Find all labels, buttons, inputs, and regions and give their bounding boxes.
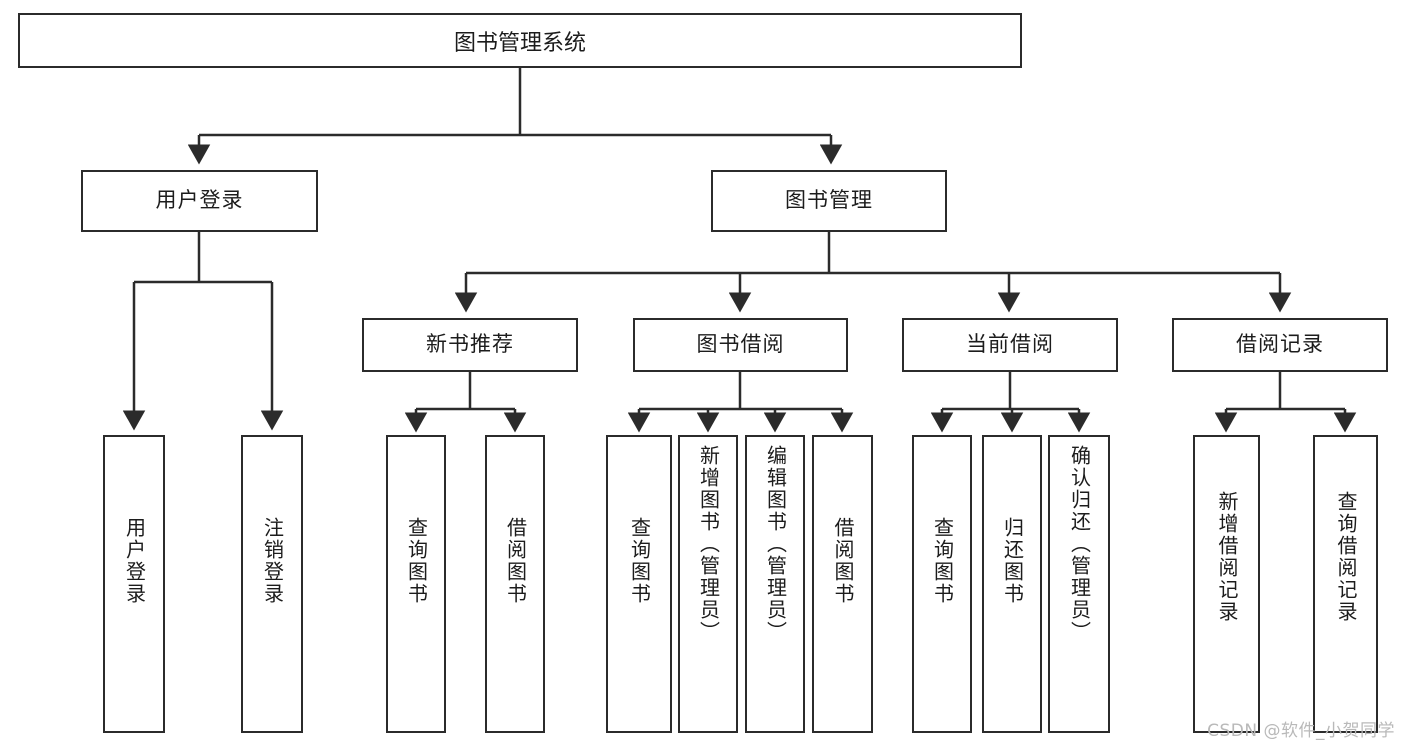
- node-l2-用户登录[interactable]: 用户登录: [81, 170, 318, 232]
- node-l3-新书推荐[interactable]: 新书推荐: [362, 318, 578, 372]
- node-leaf-label: 查询图书: [627, 517, 652, 605]
- node-leaf-归还图书-9[interactable]: 归还图书: [982, 435, 1042, 733]
- node-leaf-label: 借阅图书: [831, 517, 855, 605]
- node-label: 新书推荐: [426, 332, 514, 357]
- node-leaf-新增图书管理员-5[interactable]: 新增图书（管理员）: [678, 435, 738, 733]
- node-leaf-注销登录-1[interactable]: 注销登录: [241, 435, 303, 733]
- node-leaf-编辑图书管理员-6[interactable]: 编辑图书（管理员）: [745, 435, 805, 733]
- node-label: 借阅记录: [1236, 332, 1324, 357]
- watermark-text: CSDN @软件_小贺同学: [1207, 721, 1395, 741]
- node-leaf-用户登录-0[interactable]: 用户登录: [103, 435, 165, 733]
- node-leaf-确认归还管理员-10[interactable]: 确认归还（管理员）: [1048, 435, 1110, 733]
- node-leaf-借阅图书-3[interactable]: 借阅图书: [485, 435, 545, 733]
- node-leaf-查询图书-4[interactable]: 查询图书: [606, 435, 672, 733]
- node-l3-当前借阅[interactable]: 当前借阅: [902, 318, 1118, 372]
- node-leaf-label: 新增图书（管理员）: [696, 445, 721, 643]
- node-leaf-label: 编辑图书（管理员）: [763, 445, 788, 643]
- node-leaf-查询图书-8[interactable]: 查询图书: [912, 435, 972, 733]
- node-leaf-label: 查询图书: [404, 517, 429, 605]
- node-label: 图书借阅: [696, 332, 785, 357]
- node-leaf-label: 查询图书: [930, 517, 955, 605]
- node-leaf-label: 用户登录: [122, 517, 147, 605]
- node-label: 用户登录: [155, 188, 244, 213]
- node-label: 当前借阅: [966, 332, 1054, 357]
- node-l2-图书管理[interactable]: 图书管理: [711, 170, 947, 232]
- node-root[interactable]: 图书管理系统: [18, 13, 1022, 68]
- node-l3-图书借阅[interactable]: 图书借阅: [633, 318, 848, 372]
- node-leaf-label: 归还图书: [1000, 517, 1025, 605]
- node-leaf-label: 确认归还（管理员）: [1067, 445, 1092, 643]
- node-root-label: 图书管理系统: [453, 30, 586, 56]
- node-leaf-新增借阅记录-11[interactable]: 新增借阅记录: [1193, 435, 1260, 733]
- node-leaf-查询借阅记录-12[interactable]: 查询借阅记录: [1313, 435, 1378, 733]
- node-leaf-label: 查询借阅记录: [1334, 491, 1358, 623]
- node-leaf-label: 注销登录: [260, 517, 285, 605]
- node-label: 图书管理: [785, 188, 873, 213]
- node-leaf-借阅图书-7[interactable]: 借阅图书: [812, 435, 873, 733]
- node-l3-借阅记录[interactable]: 借阅记录: [1172, 318, 1388, 372]
- node-leaf-label: 新增借阅记录: [1215, 491, 1239, 623]
- node-leaf-label: 借阅图书: [503, 517, 528, 605]
- node-leaf-查询图书-2[interactable]: 查询图书: [386, 435, 446, 733]
